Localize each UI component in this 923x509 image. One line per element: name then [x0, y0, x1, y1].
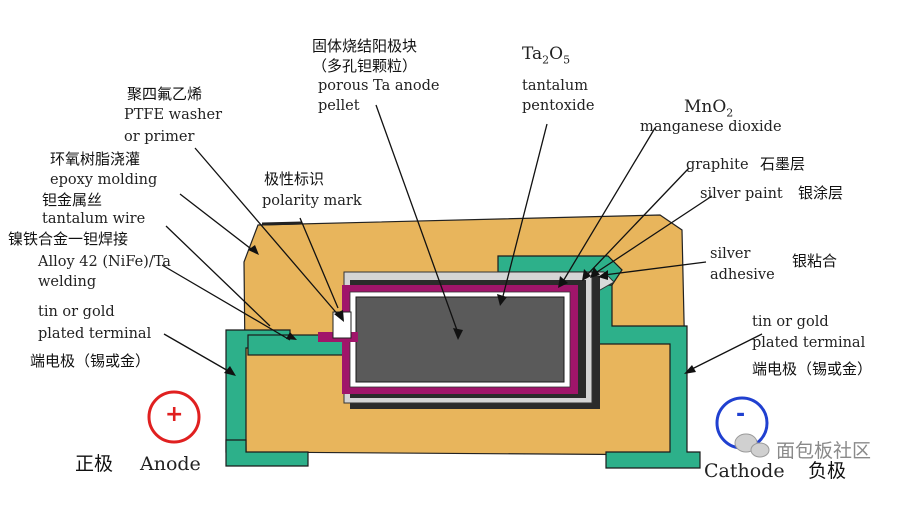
porous-anode-en-1: porous Ta anode [318, 78, 440, 94]
polarity-cn: 极性标识 [264, 170, 325, 188]
right-terminal [596, 284, 701, 469]
ta2o5-formula: Ta2O5 [522, 44, 571, 67]
ptfe-en-2: or primer [124, 129, 195, 145]
ptfe-cn: 聚四氟乙烯 [127, 85, 203, 103]
weld-en-2: welding [38, 274, 97, 290]
graphite-en: graphite [686, 157, 749, 173]
terminal-right-en-2: plated terminal [752, 335, 866, 351]
polarity-mark [261, 221, 303, 226]
epoxy-cn: 环氧树脂浇灌 [50, 150, 141, 168]
silver-paint-cn: 银涂层 [798, 184, 844, 202]
wire-cn: 钽金属丝 [42, 191, 103, 209]
leader-lines [161, 104, 763, 373]
silver-adhesive-en-1: silver [710, 246, 751, 262]
anode-en: Anode [140, 453, 201, 475]
terminal-right-cn: 端电极（锡或金） [752, 360, 873, 378]
terminal-right-en-1: tin or gold [752, 314, 829, 330]
porous-anode-cn-1: 固体烧结阳极块 [312, 37, 418, 55]
mno2-formula: MnO2 [684, 97, 734, 120]
ta2o5-en-1: tantalum [522, 78, 589, 94]
left-terminal-foot [225, 439, 309, 467]
terminal-left-cn: 端电极（锡或金） [30, 352, 151, 370]
silver-adhesive-cn: 银粘合 [792, 252, 838, 270]
watermark-text: 面包板社区 [776, 440, 872, 462]
anode-core [355, 296, 565, 383]
silver-adhesive-en-2: adhesive [710, 267, 775, 283]
weld-cn: 镍铁合金一钽焊接 [8, 230, 129, 248]
plus-circle-icon: + [165, 402, 184, 427]
porous-anode-cn-2: （多孔钽颗粒） [312, 57, 418, 75]
mno2-en: manganese dioxide [640, 119, 782, 135]
epoxy-en: epoxy molding [50, 172, 158, 188]
anode-cn: 正极 [75, 453, 114, 475]
terminal-left-en-1: tin or gold [38, 304, 115, 320]
polarity-en: polarity mark [262, 193, 362, 209]
porous-anode-en-2: pellet [318, 98, 360, 114]
minus-circle-icon: - [736, 402, 746, 427]
wechat-icon [734, 433, 770, 458]
graphite-cn: 石墨层 [760, 155, 806, 173]
silver-paint-en: silver paint [700, 186, 783, 202]
anode-ring [147, 390, 201, 444]
terminal-left-en-2: plated terminal [38, 326, 152, 342]
ptfe-en-1: PTFE washer [124, 107, 223, 123]
wire-en: tantalum wire [42, 211, 146, 227]
arrow-heads [224, 245, 696, 376]
cathode-en: Cathode [704, 460, 785, 482]
ta2o5-en-2: pentoxide [522, 98, 595, 114]
cathode-cn: 负极 [808, 460, 847, 482]
weld-en-1: Alloy 42 (NiFe)/Ta [38, 254, 171, 270]
